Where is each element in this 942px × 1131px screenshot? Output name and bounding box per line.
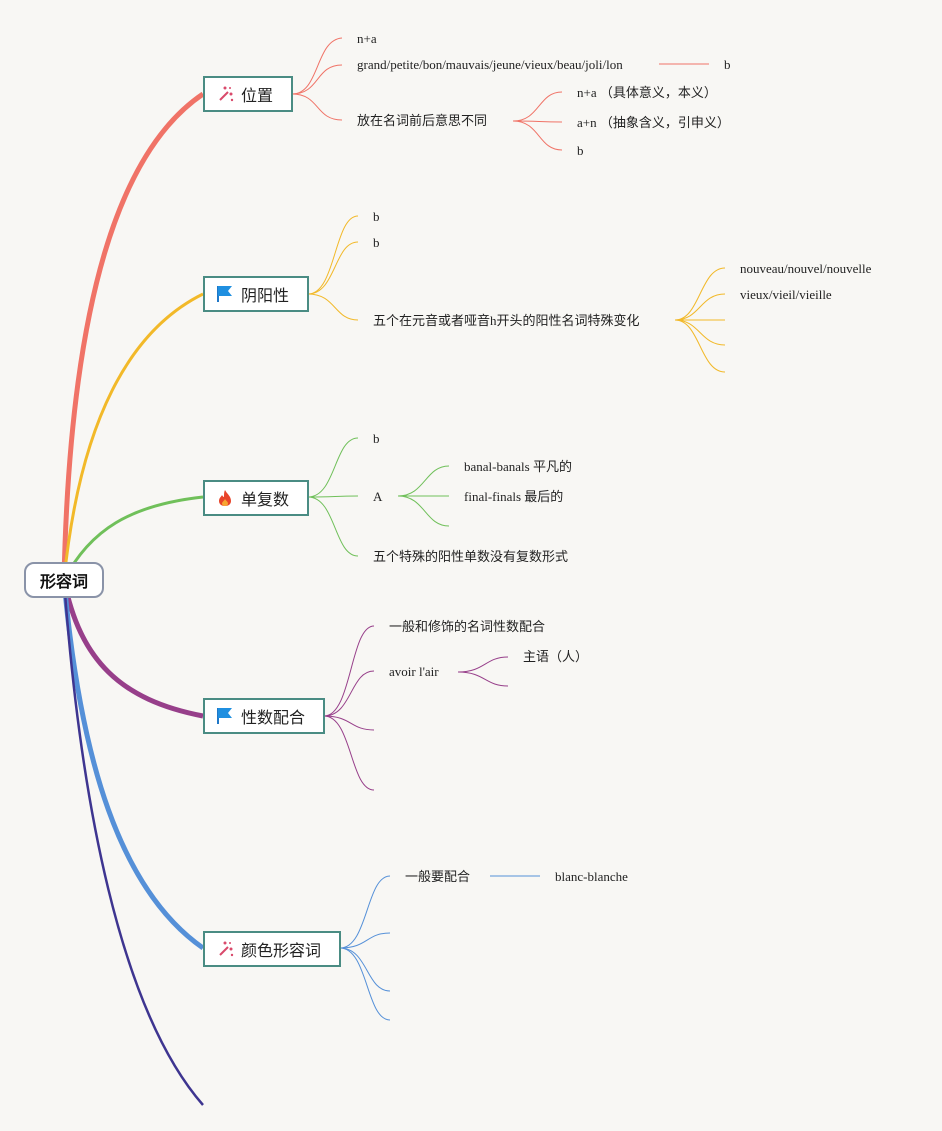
- branch-label-color-adjective: 颜色形容词: [241, 943, 322, 960]
- branch-node-color-adjective[interactable]: 颜色形容词: [203, 931, 341, 967]
- leaf-pos-meaning-b[interactable]: b: [577, 143, 584, 158]
- branch-line-extra: [62, 579, 204, 1106]
- branch-label-agreement: 性数配合: [241, 710, 306, 727]
- leaf-gen-b1[interactable]: b: [373, 209, 380, 224]
- branch-line-gender: [62, 292, 204, 581]
- flag-icon: [215, 706, 235, 726]
- leaf-num-banal[interactable]: banal-banals 平凡的: [464, 459, 572, 474]
- leaf-agr-general[interactable]: 一般和修饰的名词性数配合: [389, 619, 546, 634]
- leaf-gen-vieux[interactable]: vieux/vieil/vieille: [740, 287, 832, 302]
- branch-node-number[interactable]: 单复数: [203, 480, 309, 516]
- branch-node-gender[interactable]: 阴阳性: [203, 276, 309, 312]
- leaf-agr-avoir[interactable]: avoir l'air: [389, 664, 439, 679]
- leaf-pos-adj-list-b[interactable]: b: [724, 57, 731, 72]
- leaf-pos-adj-list[interactable]: grand/petite/bon/mauvais/jeune/vieux/bea…: [357, 57, 623, 72]
- root-node[interactable]: 形容词: [24, 562, 104, 598]
- magic-wand-icon: [215, 939, 235, 959]
- leaf-pos-meaning-an[interactable]: a+n （抽象含义，引申义）: [577, 115, 730, 130]
- leaf-num-b[interactable]: b: [373, 431, 380, 446]
- leaf-col-general[interactable]: 一般要配合: [405, 869, 471, 884]
- leaf-gen-b2[interactable]: b: [373, 235, 380, 250]
- leaf-agr-subject[interactable]: 主语（人）: [523, 649, 589, 664]
- leaf-num-a[interactable]: A: [373, 489, 383, 504]
- leaf-col-blanc[interactable]: blanc-blanche: [555, 869, 628, 884]
- branch-line-agreement: [61, 579, 204, 719]
- magic-wand-icon: [215, 84, 235, 104]
- branch-label-position: 位置: [241, 88, 274, 105]
- branch-line-position: [61, 91, 205, 581]
- leaf-pos-na[interactable]: n+a: [357, 31, 377, 46]
- branch-line-color: [61, 579, 205, 951]
- branch-node-position[interactable]: 位置: [203, 76, 293, 112]
- leaf-pos-meaning[interactable]: 放在名词前后意思不同: [357, 113, 488, 128]
- leaf-gen-special[interactable]: 五个在元音或者哑音h开头的阳性名词特殊变化: [373, 313, 640, 328]
- branch-label-gender: 阴阳性: [241, 288, 290, 305]
- branch-label-number: 单复数: [241, 492, 290, 509]
- leaf-num-special[interactable]: 五个特殊的阳性单数没有复数形式: [373, 549, 569, 564]
- fire-icon: [215, 488, 235, 508]
- flag-icon: [215, 284, 235, 304]
- leaf-pos-meaning-na[interactable]: n+a （具体意义，本义）: [577, 85, 717, 100]
- leaf-num-final[interactable]: final-finals 最后的: [464, 489, 564, 504]
- leaf-gen-nouveau[interactable]: nouveau/nouvel/nouvelle: [740, 261, 872, 276]
- branch-node-agreement[interactable]: 性数配合: [203, 698, 325, 734]
